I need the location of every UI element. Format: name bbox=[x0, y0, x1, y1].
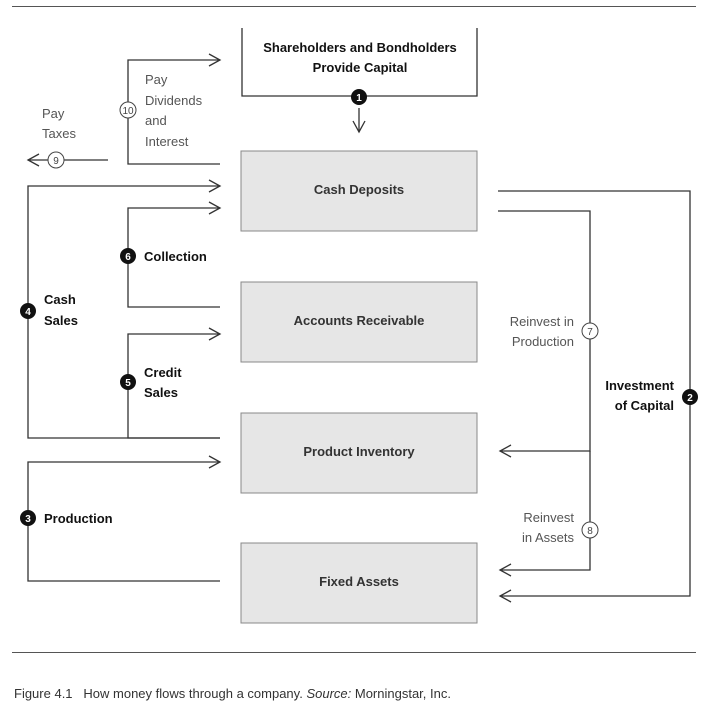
caption-source: Morningstar, Inc. bbox=[354, 686, 451, 701]
flow-9-pay-taxes: 9 Pay Taxes bbox=[26, 106, 108, 169]
box-shareholders-line1: Shareholders and Bondholders bbox=[263, 40, 457, 55]
flow-7-number-badge bbox=[581, 322, 599, 340]
box-product-inventory-label: Product Inventory bbox=[303, 444, 415, 459]
flow-5-number: 5 bbox=[125, 378, 131, 389]
flow-8-number: 8 bbox=[587, 526, 593, 537]
flow-9-number: 9 bbox=[53, 156, 59, 167]
flow-10-label-line4: Interest bbox=[145, 134, 189, 149]
flow-2-investment-capital: 2 Investment of Capital bbox=[498, 190, 698, 603]
flow-5-label-line1: Credit bbox=[144, 365, 182, 380]
flow-5-number-badge bbox=[120, 374, 136, 390]
flow-7-number: 7 bbox=[587, 327, 593, 338]
flow-3-number: 3 bbox=[25, 514, 31, 525]
flow-8-label-line2: in Assets bbox=[522, 530, 575, 545]
flow-7-reinvest-production: 7 Reinvest in Production bbox=[498, 210, 599, 458]
top-rule bbox=[12, 6, 696, 7]
flow-8-number-badge bbox=[581, 521, 599, 539]
flow-6-collection: 6 Collection bbox=[120, 201, 222, 308]
money-flow-diagram: Shareholders and Bondholders Provide Cap… bbox=[20, 28, 698, 624]
flow-6-label: Collection bbox=[144, 249, 207, 264]
flow-10-label-line1: Pay bbox=[145, 72, 168, 87]
flow-9-label-line1: Pay bbox=[42, 106, 65, 121]
flow-4-label-line1: Cash bbox=[44, 292, 76, 307]
flow-9-number-badge bbox=[47, 151, 65, 169]
box-cash-deposits-label: Cash Deposits bbox=[314, 182, 404, 197]
flow-2-number-badge bbox=[682, 389, 698, 405]
flow-4-label-line2: Sales bbox=[44, 313, 78, 328]
flow-8-reinvest-assets: 8 Reinvest in Assets bbox=[498, 451, 599, 577]
flow-4-cash-sales: 4 Cash Sales bbox=[20, 179, 222, 439]
flow-1-number-badge bbox=[351, 89, 367, 105]
caption-figure-number: Figure 4.1 bbox=[14, 686, 73, 701]
bottom-rule bbox=[12, 652, 696, 653]
flow-2-label-line1: Investment bbox=[605, 378, 674, 393]
figure-caption: Figure 4.1 How money flows through a com… bbox=[14, 686, 451, 701]
flow-10-label-line2: Dividends bbox=[145, 93, 203, 108]
box-product-inventory: Product Inventory bbox=[240, 412, 478, 494]
flow-1-number: 1 bbox=[356, 93, 362, 104]
box-accounts-receivable-label: Accounts Receivable bbox=[294, 313, 425, 328]
caption-text: How money flows through a company. bbox=[83, 686, 303, 701]
caption-source-label: Source: bbox=[306, 686, 352, 701]
flow-4-number-badge bbox=[20, 303, 36, 319]
flow-10-label-line3: and bbox=[145, 113, 167, 128]
flow-5-credit-sales: 5 Credit Sales bbox=[120, 327, 222, 439]
flow-2-label-line2: of Capital bbox=[615, 398, 674, 413]
flow-5-label-line2: Sales bbox=[144, 385, 178, 400]
flow-2-number: 2 bbox=[687, 393, 693, 404]
flow-3-number-badge bbox=[20, 510, 36, 526]
flow-8-label-line1: Reinvest bbox=[523, 510, 574, 525]
flow-10-number-badge bbox=[119, 101, 137, 119]
box-fixed-assets-label: Fixed Assets bbox=[319, 574, 399, 589]
flow-7-label-line2: Production bbox=[512, 334, 574, 349]
flow-4-number: 4 bbox=[25, 307, 31, 318]
box-fixed-assets: Fixed Assets bbox=[240, 542, 478, 624]
box-shareholders-line2: Provide Capital bbox=[313, 60, 408, 75]
flow-3-production: 3 Production bbox=[20, 455, 222, 582]
flow-10-number: 10 bbox=[122, 106, 134, 117]
box-cash-deposits: Cash Deposits bbox=[240, 150, 478, 232]
flow-10-pay-dividends: 10 Pay Dividends and Interest bbox=[119, 53, 222, 165]
flow-9-label-line2: Taxes bbox=[42, 126, 76, 141]
box-shareholders-bondholders: Shareholders and Bondholders Provide Cap… bbox=[241, 28, 478, 97]
flow-6-number-badge bbox=[120, 248, 136, 264]
box-accounts-receivable: Accounts Receivable bbox=[240, 281, 478, 363]
flow-1-provide-capital: 1 bbox=[351, 89, 367, 134]
flow-7-label-line1: Reinvest in bbox=[510, 314, 574, 329]
flow-3-label: Production bbox=[44, 511, 113, 526]
flow-6-number: 6 bbox=[125, 252, 131, 263]
